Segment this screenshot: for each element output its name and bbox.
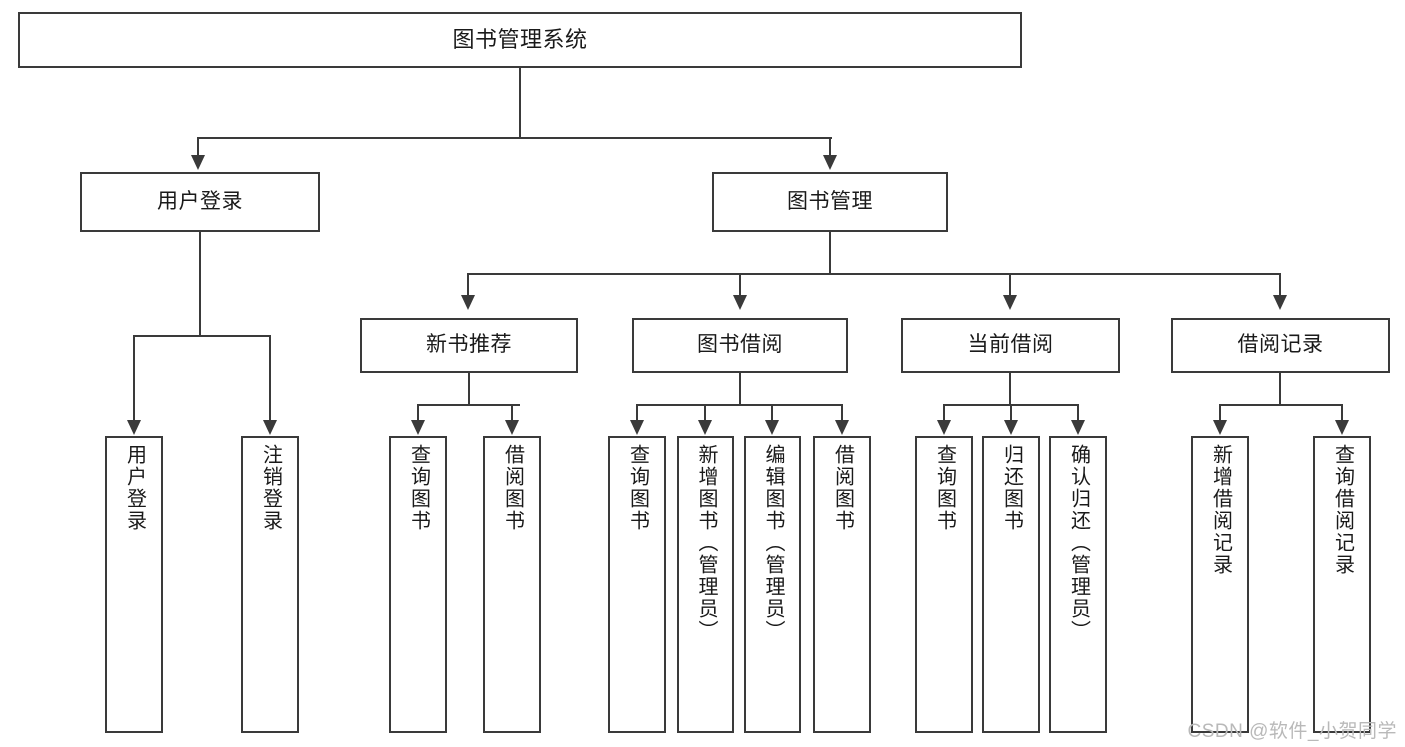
arrow-book-borrow-leaf-3: [765, 420, 779, 435]
connector-book-borrow-drop-3: [771, 404, 773, 422]
leaf-record-add[interactable]: 新增借阅记录: [1191, 436, 1249, 733]
arrow-new-book-leaf-1: [411, 420, 425, 435]
connector-root-stem: [519, 68, 521, 138]
node-label: 用户登录: [123, 444, 146, 532]
connector-book-mgmt-drop-2: [739, 273, 741, 297]
connector-book-mgmt-bar: [467, 273, 1279, 275]
leaf-new-book-borrow[interactable]: 借阅图书: [483, 436, 541, 733]
node-label: 新增图书（管理员）: [695, 444, 717, 642]
connector-book-borrow-drop-4: [841, 404, 843, 422]
node-label: 查询图书: [933, 444, 956, 532]
connector-book-borrow-stem: [739, 373, 741, 405]
connector-borrow-records-drop-1: [1219, 404, 1221, 422]
connector-current-borrow-drop-2: [1010, 404, 1012, 422]
arrow-to-new-book-recommend: [461, 295, 475, 310]
arrow-to-user-login: [191, 155, 205, 170]
arrow-to-book-borrow: [733, 295, 747, 310]
node-label: 借阅记录: [1237, 333, 1324, 357]
arrow-borrow-records-leaf-2: [1335, 420, 1349, 435]
node-label: 确认归还（管理员）: [1067, 444, 1090, 642]
leaf-current-confirm-return[interactable]: 确认归还（管理员）: [1049, 436, 1107, 733]
connector-borrow-records-bar: [1219, 404, 1342, 406]
arrow-new-book-leaf-2: [505, 420, 519, 435]
connector-current-borrow-stem: [1009, 373, 1011, 405]
node-root-system[interactable]: 图书管理系统: [18, 12, 1022, 68]
leaf-current-return-book[interactable]: 归还图书: [982, 436, 1040, 733]
connector-book-borrow-drop-1: [636, 404, 638, 422]
connector-user-login-stem: [199, 232, 201, 336]
connector-new-book-drop-1: [417, 404, 419, 422]
node-label: 归还图书: [1000, 444, 1023, 532]
node-label: 编辑图书（管理员）: [762, 444, 784, 642]
arrow-user-login-leaf-1: [127, 420, 141, 435]
node-label: 查询图书: [626, 444, 649, 532]
node-label: 图书管理: [787, 189, 873, 213]
arrow-borrow-records-leaf-1: [1213, 420, 1227, 435]
arrow-current-borrow-leaf-1: [937, 420, 951, 435]
node-label: 用户登录: [157, 189, 243, 213]
node-borrow-records[interactable]: 借阅记录: [1171, 318, 1390, 373]
node-label: 借阅图书: [831, 444, 854, 532]
connector-user-login-drop-2: [269, 335, 271, 422]
connector-book-borrow-drop-2: [704, 404, 706, 422]
arrow-book-borrow-leaf-2: [698, 420, 712, 435]
arrow-current-borrow-leaf-3: [1071, 420, 1085, 435]
connector-new-book-drop-2: [511, 404, 513, 422]
connector-current-borrow-drop-3: [1077, 404, 1079, 422]
connector-user-login-drop-1: [133, 335, 135, 422]
connector-new-book-bar: [417, 404, 520, 406]
node-label: 当前借阅: [967, 333, 1054, 357]
node-label: 新书推荐: [426, 333, 512, 357]
leaf-borrow-edit-book[interactable]: 编辑图书（管理员）: [744, 436, 801, 733]
arrow-user-login-leaf-2: [263, 420, 277, 435]
connector-book-mgmt-drop-4: [1279, 273, 1281, 297]
node-label: 注销登录: [259, 444, 282, 532]
leaf-new-book-query[interactable]: 查询图书: [389, 436, 447, 733]
node-user-login[interactable]: 用户登录: [80, 172, 320, 232]
connector-book-mgmt-drop-1: [467, 273, 469, 297]
arrow-to-current-borrow: [1003, 295, 1017, 310]
leaf-logout[interactable]: 注销登录: [241, 436, 299, 733]
node-current-borrow[interactable]: 当前借阅: [901, 318, 1120, 373]
node-label: 查询借阅记录: [1331, 444, 1354, 576]
connector-new-book-stem: [468, 373, 470, 405]
leaf-borrow-query-book[interactable]: 查询图书: [608, 436, 666, 733]
node-label: 新增借阅记录: [1209, 444, 1232, 576]
node-label: 借阅图书: [501, 444, 524, 532]
node-book-management[interactable]: 图书管理: [712, 172, 948, 232]
connector-borrow-records-drop-2: [1341, 404, 1343, 422]
leaf-current-query-book[interactable]: 查询图书: [915, 436, 973, 733]
connector-book-borrow-bar: [636, 404, 843, 406]
node-new-book-recommend[interactable]: 新书推荐: [360, 318, 578, 373]
node-label: 查询图书: [407, 444, 430, 532]
arrow-current-borrow-leaf-2: [1004, 420, 1018, 435]
arrow-book-borrow-leaf-1: [630, 420, 644, 435]
arrow-to-borrow-records: [1273, 295, 1287, 310]
node-book-borrow[interactable]: 图书借阅: [632, 318, 848, 373]
connector-root-bar: [197, 137, 832, 139]
connector-book-mgmt-stem: [829, 232, 831, 274]
arrow-to-book-mgmt: [823, 155, 837, 170]
connector-borrow-records-stem: [1279, 373, 1281, 405]
connector-current-borrow-drop-1: [943, 404, 945, 422]
leaf-record-query[interactable]: 查询借阅记录: [1313, 436, 1371, 733]
node-label: 图书借阅: [697, 333, 783, 357]
arrow-book-borrow-leaf-4: [835, 420, 849, 435]
connector-book-mgmt-drop-3: [1009, 273, 1011, 297]
leaf-borrow-borrow-book[interactable]: 借阅图书: [813, 436, 871, 733]
connector-to-book-mgmt: [829, 137, 831, 157]
node-label: 图书管理系统: [452, 26, 588, 52]
connector-user-login-bar: [133, 335, 271, 337]
connector-to-user-login: [197, 137, 199, 157]
leaf-borrow-add-book[interactable]: 新增图书（管理员）: [677, 436, 734, 733]
leaf-user-login[interactable]: 用户登录: [105, 436, 163, 733]
